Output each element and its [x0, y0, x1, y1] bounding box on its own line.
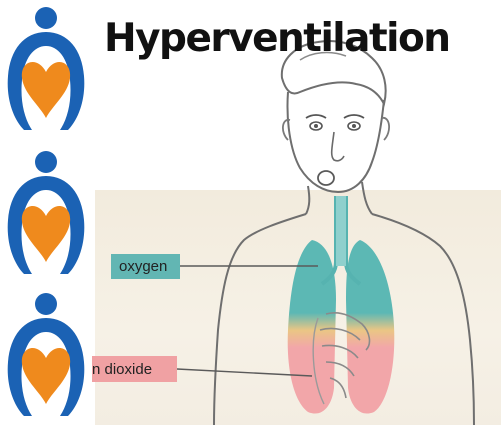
logo-sidebar: [0, 0, 95, 425]
logo-figure-heart-icon: [4, 150, 88, 280]
logo-figure-heart-icon: [4, 6, 88, 136]
carbon-dioxide-label: n dioxide: [92, 356, 177, 382]
slide-title: Hyperventilation: [104, 16, 450, 61]
logo-figure-heart-icon: [4, 292, 88, 422]
oxygen-label: oxygen: [111, 254, 180, 279]
right-lung: [346, 240, 394, 414]
head: [288, 92, 385, 192]
